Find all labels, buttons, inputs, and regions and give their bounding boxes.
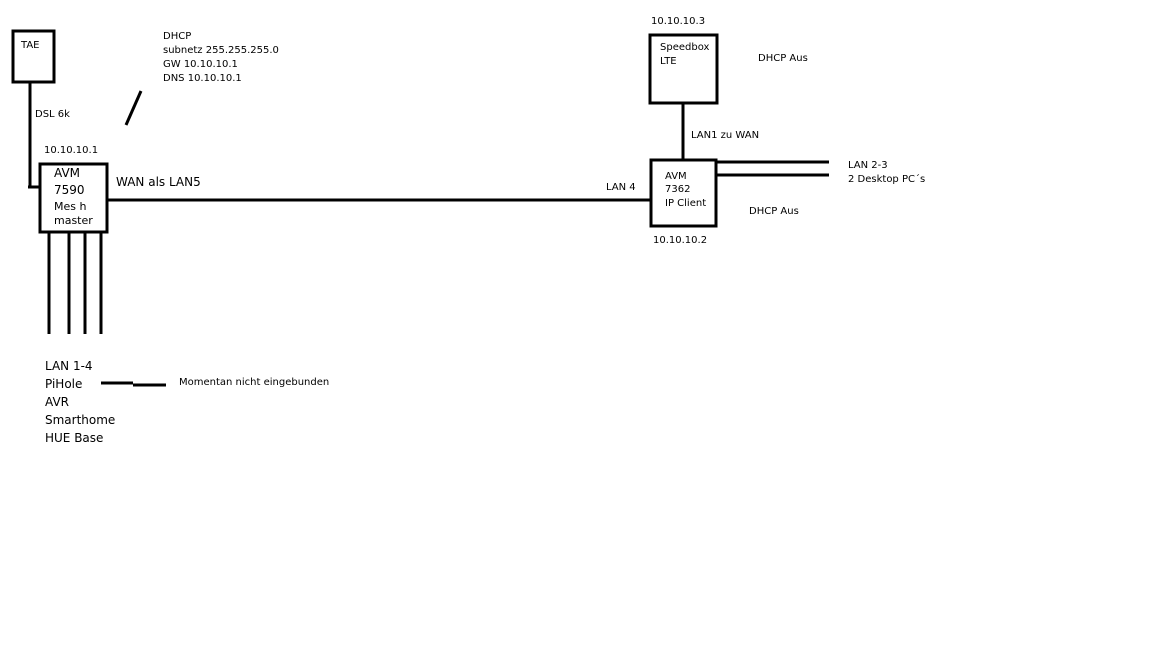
dsl-label: DSL 6k [35, 109, 70, 120]
client-router-line-2: 7362 [665, 184, 690, 195]
lan4-label: LAN 4 [606, 182, 636, 193]
dhcp-gateway: GW 10.10.10.1 [163, 59, 238, 70]
client-router-ip: 10.10.10.2 [653, 235, 707, 246]
not-connected-label: Momentan nicht eingebunden [179, 377, 329, 388]
lan-2-3-label: LAN 2-3 [848, 160, 888, 171]
dhcp-dns: DNS 10.10.10.1 [163, 73, 242, 84]
wan-lan5-label: WAN als LAN5 [116, 175, 201, 189]
dhcp-subnet: subnetz 255.255.255.0 [163, 45, 279, 56]
speedbox-line-1: Speedbox [660, 42, 710, 53]
client-dhcp-off: DHCP Aus [749, 206, 799, 217]
tae-box [11, 29, 56, 84]
client-router-box [649, 158, 718, 228]
lan-port-label-1: LAN 1-4 [45, 359, 93, 373]
lan1-wan-label: LAN1 zu WAN [691, 130, 759, 141]
lan-port-label-5: HUE Base [45, 431, 103, 445]
speedbox-ip: 10.10.10.3 [651, 16, 705, 27]
dhcp-title: DHCP [163, 31, 191, 42]
main-router-line-4: master [54, 214, 93, 227]
speedbox-box [648, 33, 719, 105]
speedbox-line-2: LTE [660, 56, 677, 67]
tae-label: TAE [20, 40, 40, 51]
dhcp-callout-line [124, 90, 143, 126]
speedbox-dhcp-off: DHCP Aus [758, 53, 808, 64]
desktop-pcs-label: 2 Desktop PC´s [848, 173, 925, 185]
main-router-line-1: AVM [54, 166, 80, 180]
lan-port-label-3: AVR [45, 395, 69, 409]
client-router-line-3: IP Client [665, 198, 706, 209]
main-router-line-3: Mes h [54, 200, 86, 213]
lan-port-label-2: PiHole [45, 377, 82, 391]
main-router-ip: 10.10.10.1 [44, 145, 98, 156]
lan-port-label-4: Smarthome [45, 413, 115, 427]
client-router-line-1: AVM [665, 171, 687, 182]
main-router-box [38, 162, 109, 234]
main-router-line-2: 7590 [54, 183, 85, 197]
